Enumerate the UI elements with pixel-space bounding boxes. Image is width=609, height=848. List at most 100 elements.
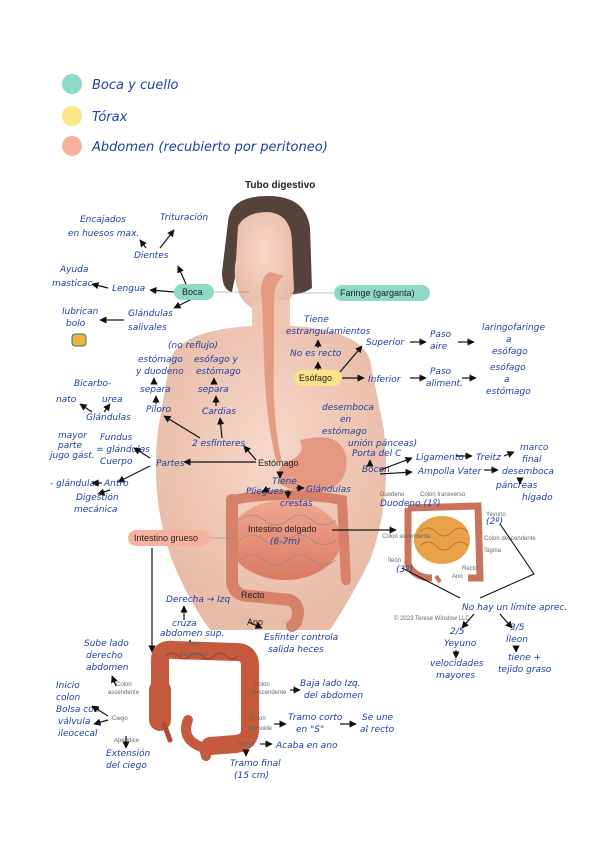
note-lubrican-1: lubrican	[62, 307, 99, 317]
legend-dot-boca	[62, 74, 82, 94]
colon-ascendente-1: Colon	[116, 682, 132, 688]
note-mayor-parte-3: jugo gást.	[48, 451, 95, 461]
note-esof-estom-2: a	[504, 375, 510, 385]
mini-recto: Recto	[462, 566, 478, 572]
note-esfinter-2: salida heces	[268, 645, 324, 655]
intestino-delgado-notes: unión pánceas) Porta del C Bocon Ligamen…	[270, 438, 567, 681]
note-laringofaringe-1: laringofaringe	[482, 323, 545, 333]
note-huesos: en huesos max.	[68, 229, 139, 239]
mini-yeyuno-tag: (2º)	[486, 517, 503, 527]
note-encajados: Encajados	[80, 215, 126, 225]
note-acaba: Acaba en ano	[275, 741, 338, 751]
note-dientes: Dientes	[134, 251, 169, 261]
note-mayor-parte-1: mayor	[58, 431, 88, 441]
mini-colon-transverso: Colon transverso	[420, 492, 466, 498]
label-intestino-delgado: Intestino delgado	[248, 524, 317, 534]
note-ampolla: Ampolla Vater	[417, 467, 483, 477]
mini-ileon-tag: (3º)	[396, 565, 413, 575]
note-partes: Partes	[156, 459, 185, 469]
note-bicarbo: Bicarbo-	[74, 379, 111, 389]
diagram-title: Tubo digestivo	[245, 180, 315, 191]
note-glandulas-sal-2: salivales	[128, 323, 167, 333]
colon-descendente-2: descendente	[252, 690, 287, 696]
note-paso-alim-1: Paso	[430, 367, 452, 377]
note-glandulas-est: Glándulas	[306, 485, 351, 495]
legend-torax: Tórax	[92, 110, 128, 125]
note-tramo-final-1: Tramo final	[230, 759, 281, 769]
esofago-notes: Tiene estrangulamientos No es recto Supe…	[286, 315, 545, 437]
legend-abdomen: Abdomen (recubierto por peritoneo)	[91, 140, 328, 155]
note-urea: urea	[102, 395, 122, 405]
mini-ano: Ano	[452, 574, 463, 580]
note-velocidades-2: mayores	[436, 671, 475, 681]
note-treitz: Treitz	[476, 453, 501, 463]
mini-duodeno: Duodeno	[380, 492, 405, 498]
note-glandulas-antro: - glándulas	[50, 479, 100, 489]
note-mayor-parte-2: parte	[57, 441, 82, 451]
note-paso-aire-2: aire	[430, 342, 448, 352]
note-masticac: masticac.	[52, 279, 95, 289]
note-glandulas: Glándulas	[86, 413, 131, 423]
boca-pill	[174, 284, 214, 300]
note-tiene-tejido-2: tejido graso	[498, 665, 552, 675]
note-tiene: Tiene	[304, 315, 329, 325]
mini-copyright: © 2023 Terese Winslow LLC	[394, 615, 470, 622]
note-tramo-final-2: (15 cm)	[234, 771, 269, 781]
note-marco-1: marco	[520, 443, 549, 453]
estomago-notes: (no reflujo) estómago y duodeno esófago …	[48, 341, 351, 515]
note-bolsa-1: Bolsa con	[56, 705, 100, 715]
note-estrangulamientos: estrangulamientos	[286, 327, 371, 337]
legend: Boca y cuello Tórax Abdomen (recubierto …	[62, 74, 328, 156]
label-esofago: Esófago	[299, 373, 332, 383]
note-digestion-2: mecánica	[74, 505, 117, 515]
note-crestas: crestas	[280, 499, 313, 509]
note-se-une-2: al recto	[360, 725, 395, 735]
label-recto: Recto	[241, 590, 265, 600]
mini-duodeno-tag: Duodeno (1º)	[380, 499, 440, 509]
note-esfinter-1: Esfínter controla	[264, 633, 338, 643]
note-nato: nato	[56, 395, 77, 405]
note-tres-quintos: 3/5	[510, 623, 525, 633]
colon-apendice: Apéndice	[114, 738, 140, 744]
note-baja-2: del abdomen	[304, 691, 363, 701]
note-glandulas-sal-1: Glándulas	[128, 309, 173, 319]
legend-boca: Boca y cuello	[92, 78, 179, 93]
note-glandulas-eq: = glándulas	[96, 445, 150, 455]
note-sube-1: Sube lado	[84, 639, 129, 649]
note-desemboca-2: en	[340, 415, 352, 425]
note-separa-1: separa	[140, 385, 171, 395]
note-tramo-1: Tramo corto	[288, 713, 343, 723]
note-cuerpo: Cuerpo	[100, 457, 133, 467]
intestino-grueso-notes: Esfínter controla salida heces Derecha →…	[56, 548, 395, 781]
note-desemboca-3: estómago	[322, 426, 367, 437]
note-union-pancreas-2: Porta del C	[352, 449, 402, 459]
faringe-pill	[334, 285, 430, 301]
legend-dot-torax	[62, 106, 82, 126]
note-fundus: Fundus	[100, 433, 133, 443]
note-paso-aire-1: Paso	[430, 330, 452, 340]
bolo-icon	[71, 333, 87, 347]
note-esofago-estomago-2: estómago	[196, 366, 241, 377]
note-union-pancreas-1: unión pánceas)	[348, 438, 417, 449]
note-lubrican-2: bolo	[66, 319, 86, 329]
colon-illustration	[149, 640, 259, 761]
note-bolsa-3: ileocecal	[58, 729, 98, 739]
label-intestino-grueso: Intestino grueso	[134, 533, 198, 543]
colon-transverso-2: transverso	[180, 652, 209, 658]
note-marco-2: final	[522, 455, 542, 465]
structure-labels: Boca Faringe (garganta) Esófago Estómago…	[128, 284, 430, 627]
note-se-une-1: Se une	[362, 713, 394, 723]
boca-notes: Encajados en huesos max. Trituración Die…	[52, 212, 208, 347]
note-pancreas-higado-1: páncreas	[495, 481, 538, 491]
esofago-pill	[294, 370, 342, 386]
note-bolsa-2: válvula	[58, 717, 90, 727]
note-lengua: Lengua	[112, 284, 145, 294]
colon-ciego: Ciego	[112, 716, 128, 722]
note-cardias: Cardias	[202, 407, 236, 417]
note-sube-2: derecho	[86, 651, 123, 661]
note-bocon: Bocon	[362, 465, 390, 475]
note-dos-esfinteres: 2 esfínteres	[192, 439, 245, 449]
note-estomago-duodeno-1: estómago	[138, 354, 183, 365]
note-ligamento: Ligamento	[416, 453, 464, 463]
